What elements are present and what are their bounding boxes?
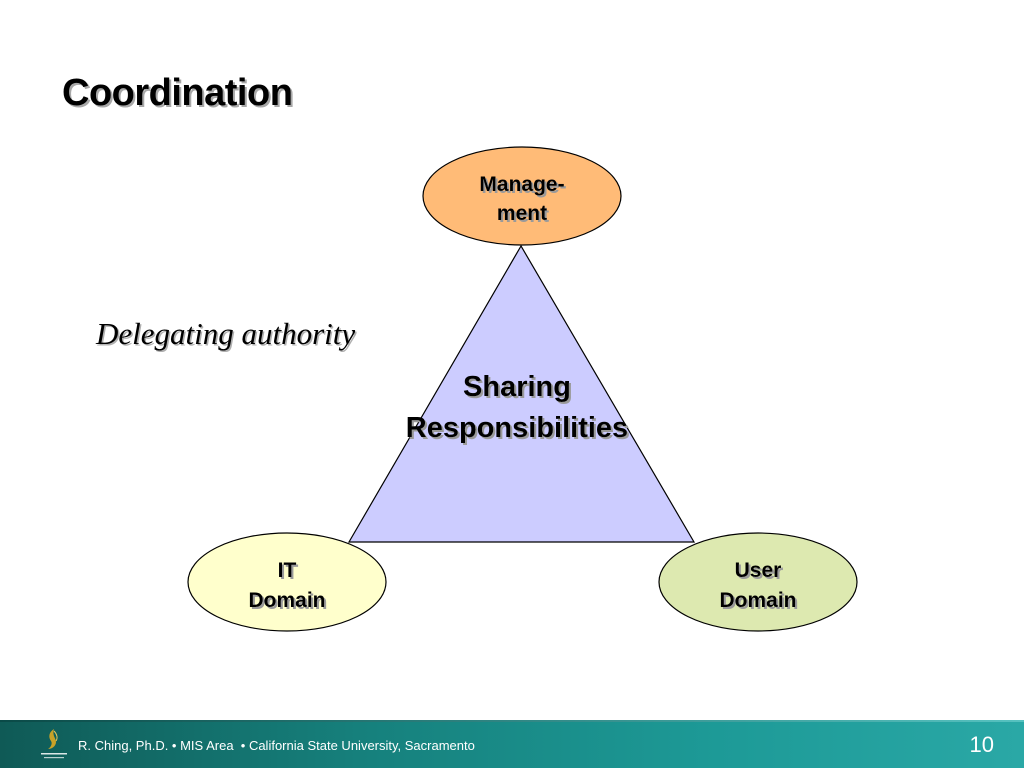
it-domain-ellipse — [187, 532, 387, 632]
management-ellipse — [422, 146, 622, 246]
user-domain-ellipse — [658, 532, 858, 632]
it-domain-label-line2: Domain — [248, 589, 325, 612]
center-label-line2: Responsibilities — [406, 412, 628, 444]
management-node: Manage- ment — [422, 146, 622, 246]
delegating-authority-caption: Delegating authority — [96, 316, 356, 351]
user-domain-label-line1: User — [735, 559, 782, 582]
management-label-line1: Manage- — [479, 173, 564, 196]
slide-title: Coordination — [62, 72, 293, 114]
footer-divider — [0, 720, 1024, 722]
page-number: 10 — [969, 732, 994, 757]
sharing-triangle — [347, 244, 696, 543]
university-logo — [41, 729, 67, 759]
user-domain-label-line2: Domain — [719, 589, 796, 612]
it-domain-label-line1: IT — [278, 559, 297, 582]
management-label-line2: ment — [497, 202, 547, 225]
footer-credits: R. Ching, Ph.D. • MIS Area • California … — [78, 738, 475, 753]
user-domain-node: User Domain — [658, 532, 858, 632]
center-label-line1: Sharing — [463, 371, 571, 403]
footer-bar — [0, 720, 1024, 768]
it-domain-node: IT Domain — [187, 532, 387, 632]
